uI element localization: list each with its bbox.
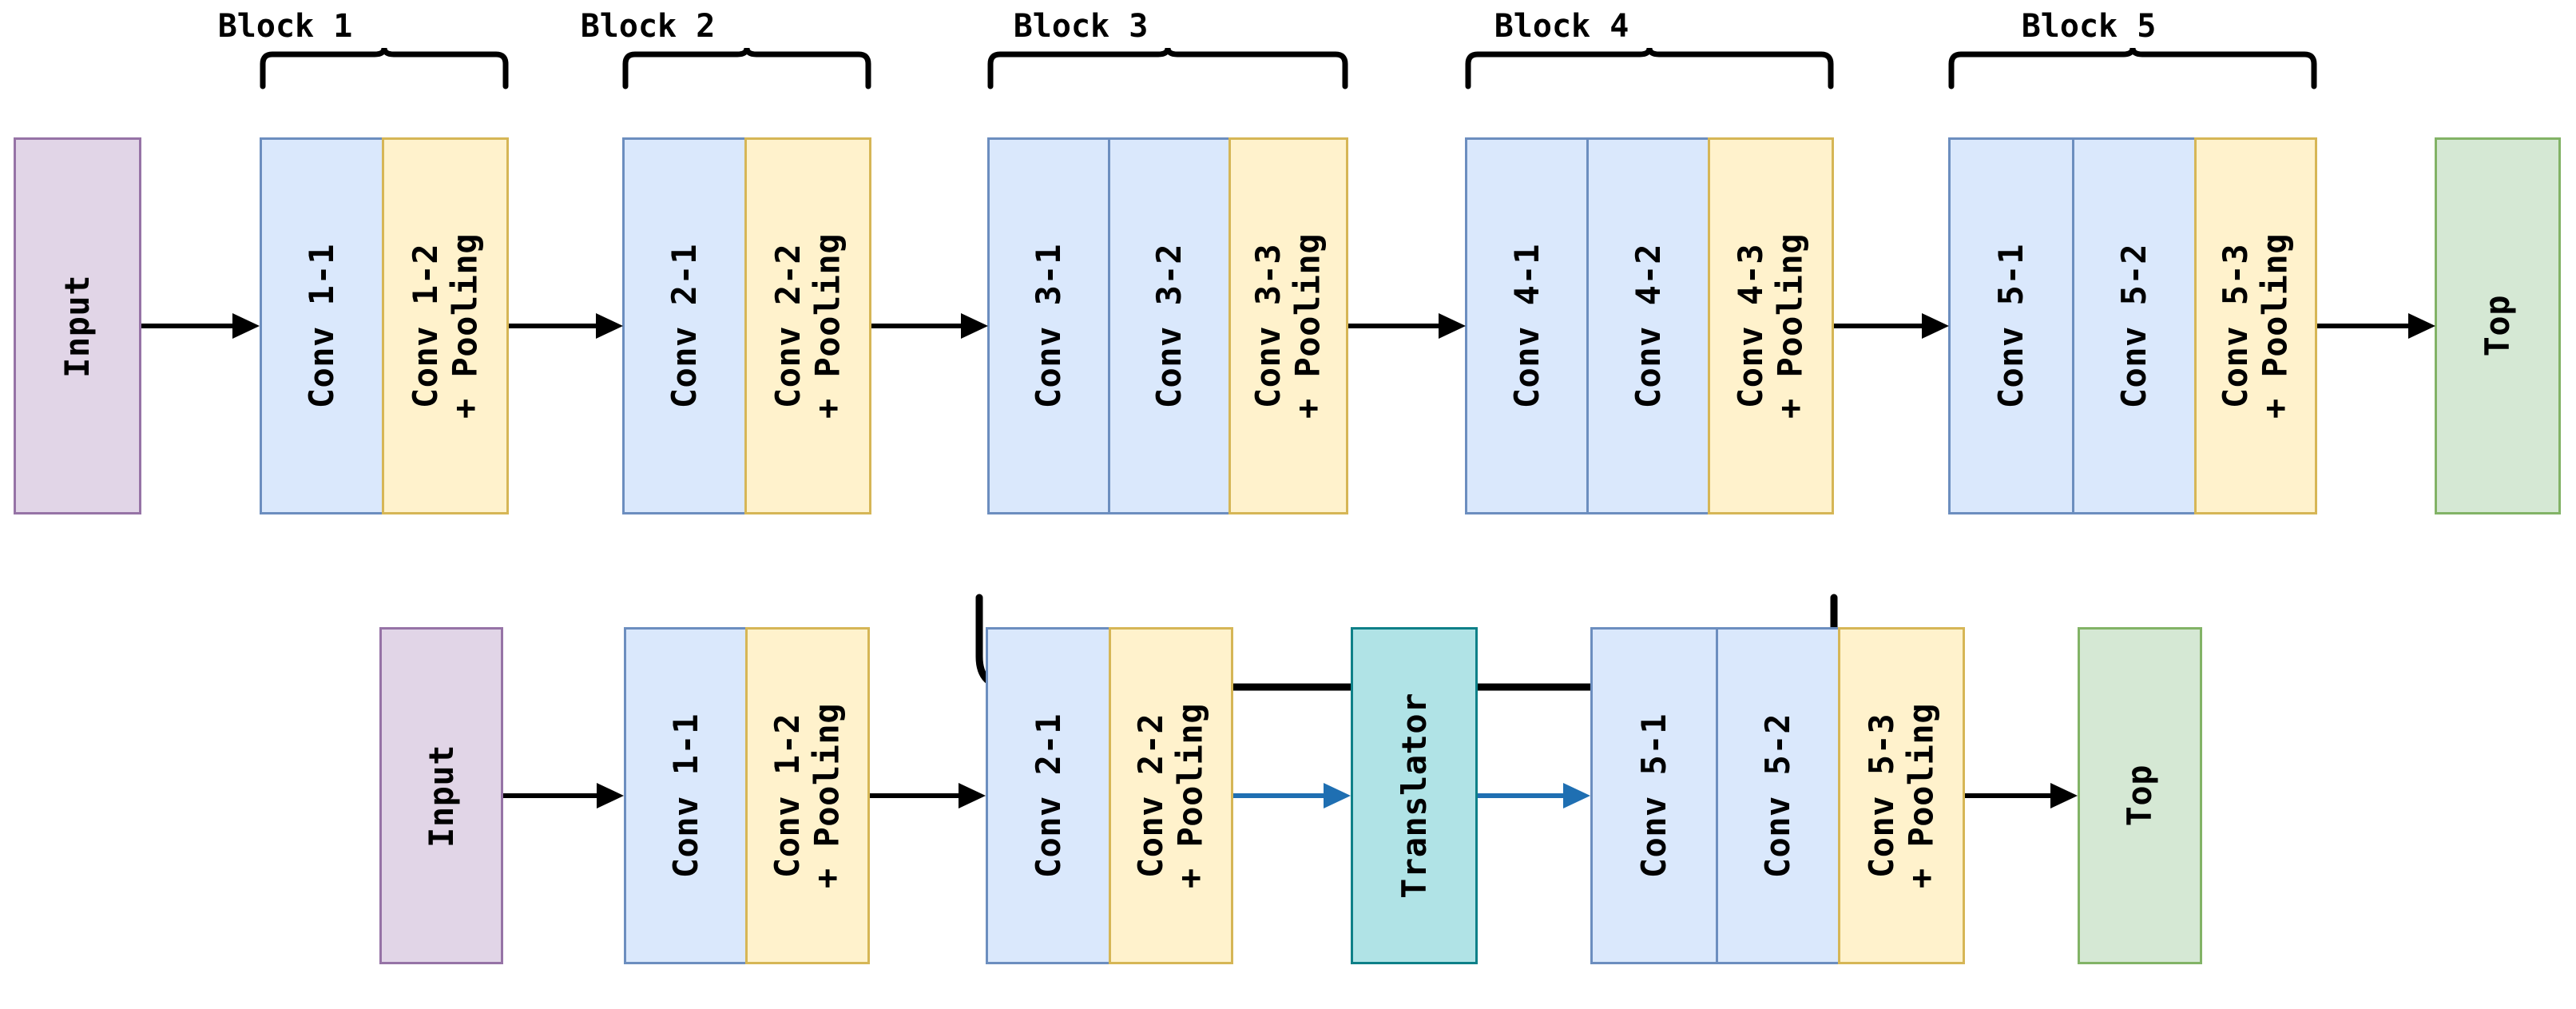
bottom-conv-1-2-pooling-label: Conv 1-2 + Pooling [768, 702, 847, 889]
top-conv-4-1-label: Conv 4-1 [1506, 243, 1546, 409]
bottom-conv-1-1[interactable]: Conv 1-1 [624, 627, 748, 964]
top-conv-3-1-label: Conv 3-1 [1029, 243, 1069, 409]
top-conv-1-1-label: Conv 1-1 [302, 243, 342, 409]
bottom-row-input-block[interactable]: Input [379, 627, 503, 964]
top-conv-2-2-pooling-label: Conv 2-2 + Pooling [768, 232, 847, 419]
top-row-input-block[interactable]: Input [14, 137, 141, 514]
top-arrow-block2-to-block3 [871, 308, 990, 344]
bottom-conv-5-2[interactable]: Conv 5-2 [1716, 627, 1840, 964]
bottom-row-input-label: Input [421, 744, 461, 848]
bottom-conv-1-1-label: Conv 1-1 [665, 713, 705, 879]
top-arrow-block5-to-top [2317, 308, 2437, 344]
top-row-input-label: Input [58, 274, 97, 378]
block-4-brace [1465, 47, 1834, 89]
top-conv-4-3-pooling-label: Conv 4-3 + Pooling [1731, 232, 1810, 419]
top-conv-5-3-pooling[interactable]: Conv 5-3 + Pooling [2194, 137, 2317, 514]
block-1-caption: Block 1 [217, 8, 353, 45]
translator-block[interactable]: Translator [1351, 627, 1478, 964]
bottom-arrow-translator-to-block5 [1478, 777, 1592, 814]
top-conv-1-2-pooling[interactable]: Conv 1-2 + Pooling [382, 137, 509, 514]
top-conv-1-2-pooling-label: Conv 1-2 + Pooling [405, 232, 485, 419]
top-arrow-block3-to-block4 [1348, 308, 1467, 344]
top-conv-5-2[interactable]: Conv 5-2 [2072, 137, 2197, 514]
bottom-conv-5-1[interactable]: Conv 5-1 [1590, 627, 1718, 964]
top-conv-1-1[interactable]: Conv 1-1 [260, 137, 384, 514]
block-3-caption: Block 3 [1013, 8, 1149, 45]
top-row-top-label: Top [2478, 295, 2518, 357]
bottom-arrow-input-to-conv1 [503, 777, 625, 814]
block-3-brace [987, 47, 1348, 89]
top-conv-3-3-pooling-label: Conv 3-3 + Pooling [1248, 232, 1328, 419]
top-conv-3-2-label: Conv 3-2 [1149, 243, 1189, 409]
bottom-row-top-label: Top [2120, 765, 2160, 827]
top-conv-2-2-pooling[interactable]: Conv 2-2 + Pooling [744, 137, 871, 514]
top-conv-5-1[interactable]: Conv 5-1 [1948, 137, 2074, 514]
top-row-top-block[interactable]: Top [2435, 137, 2561, 514]
top-arrow-block1-to-block2 [509, 308, 625, 344]
block-5-caption: Block 5 [2021, 8, 2157, 45]
top-conv-3-2[interactable]: Conv 3-2 [1108, 137, 1231, 514]
top-conv-3-1[interactable]: Conv 3-1 [987, 137, 1110, 514]
top-conv-5-1-label: Conv 5-1 [1991, 243, 2031, 409]
block-1-brace [260, 47, 509, 89]
bottom-conv-5-3-pooling[interactable]: Conv 5-3 + Pooling [1838, 627, 1965, 964]
bottom-conv-2-2-pooling-label: Conv 2-2 + Pooling [1131, 702, 1210, 889]
translator-label: Translator [1394, 693, 1434, 899]
bottom-arrow-block5-to-top [1965, 777, 2079, 814]
top-arrow-block4-to-block5 [1834, 308, 1951, 344]
top-conv-5-2-label: Conv 5-2 [2114, 243, 2154, 409]
block-2-brace [622, 47, 871, 89]
bottom-row-top-block[interactable]: Top [2078, 627, 2202, 964]
bottom-conv-2-1-label: Conv 2-1 [1028, 713, 1068, 879]
top-conv-2-1[interactable]: Conv 2-1 [622, 137, 747, 514]
bottom-conv-5-2-label: Conv 5-2 [1758, 713, 1798, 879]
top-conv-4-3-pooling[interactable]: Conv 4-3 + Pooling [1708, 137, 1834, 514]
block-4-caption: Block 4 [1494, 8, 1629, 45]
bottom-conv-1-2-pooling[interactable]: Conv 1-2 + Pooling [745, 627, 870, 964]
bottom-conv-2-2-pooling[interactable]: Conv 2-2 + Pooling [1109, 627, 1233, 964]
top-conv-4-1[interactable]: Conv 4-1 [1465, 137, 1589, 514]
top-conv-2-1-label: Conv 2-1 [665, 243, 705, 409]
bottom-conv-5-3-pooling-label: Conv 5-3 + Pooling [1861, 702, 1941, 889]
bottom-arrow-block1-to-block2 [870, 777, 987, 814]
bottom-conv-2-1[interactable]: Conv 2-1 [986, 627, 1111, 964]
block-2-caption: Block 2 [580, 8, 716, 45]
top-conv-4-2[interactable]: Conv 4-2 [1586, 137, 1710, 514]
top-conv-4-2-label: Conv 4-2 [1628, 243, 1668, 409]
top-arrow-input-to-block1 [141, 308, 261, 344]
block-5-brace [1948, 47, 2317, 89]
bottom-conv-5-1-label: Conv 5-1 [1634, 713, 1674, 879]
bottom-arrow-block2-to-translator [1233, 777, 1352, 814]
top-conv-5-3-pooling-label: Conv 5-3 + Pooling [2216, 232, 2295, 419]
top-conv-3-3-pooling[interactable]: Conv 3-3 + Pooling [1228, 137, 1348, 514]
